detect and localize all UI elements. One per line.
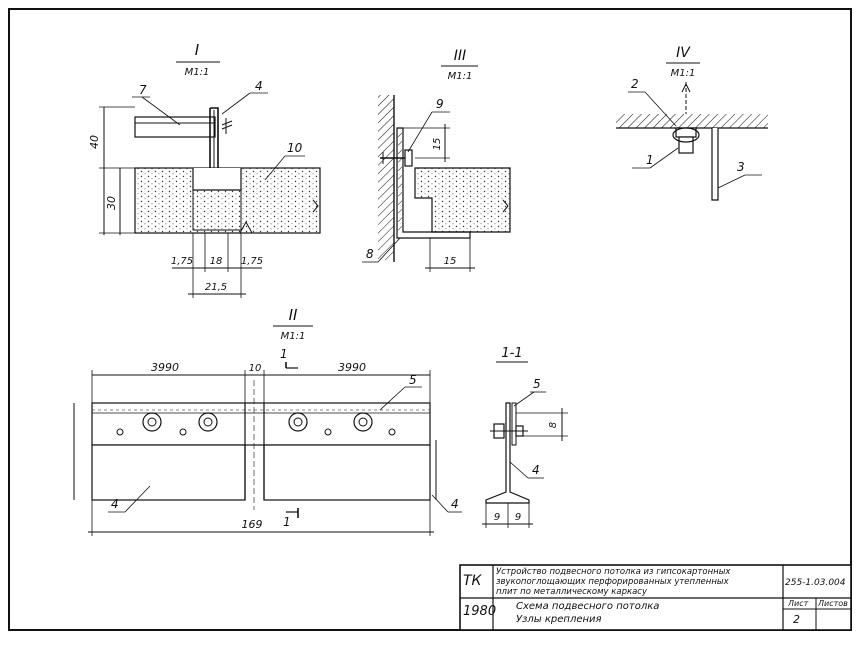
view-iv-scale: М1:1	[671, 68, 696, 79]
bolt-3	[288, 412, 308, 432]
dim-10: 10	[249, 363, 262, 374]
wall-hatch	[378, 95, 394, 260]
title-block-org: ТК	[463, 573, 482, 589]
callout-4-left: 4	[111, 497, 119, 511]
dim-9-left: 9	[494, 512, 500, 523]
dim-15-vertical: 15	[432, 138, 443, 151]
view-iv: IV М1:1 2 1 3	[616, 45, 768, 201]
view-i-title: I	[195, 41, 200, 59]
ceiling-slab	[616, 114, 768, 128]
bolt-2	[198, 412, 218, 432]
title-block-sheet-number: 2	[793, 613, 800, 626]
sheet-border	[8, 8, 852, 631]
callout-8: 8	[366, 247, 374, 261]
view-iii-scale: М1:1	[448, 71, 473, 82]
bolt-1	[142, 412, 162, 432]
callout-3: 3	[737, 160, 745, 174]
callout-9: 9	[436, 97, 444, 111]
view-ii-title: II	[289, 306, 298, 324]
view-iii-title: III	[454, 48, 466, 64]
section-mark-bottom: 1	[283, 515, 291, 529]
title-block-title-line1: Устройство подвесного потолка из гипсока…	[496, 567, 731, 577]
view-iii: III М1:1 15 15 9 8	[362, 48, 511, 272]
title-block-doc-code: 255-1.03.004	[785, 578, 846, 588]
dim-1-75-right: 1,75	[241, 256, 263, 267]
dim-3990-left: 3990	[151, 361, 179, 374]
view-iv-title: IV	[676, 45, 691, 61]
profile-7	[134, 116, 216, 138]
view-ii-scale: М1:1	[281, 331, 306, 342]
callout-5: 5	[409, 373, 417, 387]
section-callout-4: 4	[532, 463, 540, 477]
title-block-title-line3: плит по металлическому каркасу	[496, 587, 648, 597]
bolt-9	[404, 149, 413, 167]
title-block-title-line2: звукопоглощающих перфорированных утеплен…	[496, 577, 729, 587]
dim-21-5: 21,5	[205, 282, 227, 293]
callout-7: 7	[139, 83, 147, 97]
bolt-4	[353, 412, 373, 432]
title-block	[459, 564, 852, 631]
callout-2: 2	[631, 77, 639, 91]
view-i: I М1:1 40 30 1,75 18 1,75	[88, 41, 321, 298]
title-block-sheets-label: Листов	[818, 599, 848, 608]
callout-1: 1	[646, 153, 654, 167]
title-block-sheet-label: Лист	[788, 599, 809, 608]
dim-18: 18	[210, 256, 223, 267]
callout-4: 4	[255, 79, 263, 93]
view-ii: II М1:1 3990 10 3990 1	[73, 306, 462, 536]
section-1-1: 1-1 8 9 9 5 4	[482, 346, 568, 528]
dim-15-bottom: 15	[444, 256, 457, 267]
section-callout-5: 5	[533, 377, 541, 391]
title-block-subtitle-line2: Узлы крепления	[516, 614, 602, 625]
dim-1-75-left: 1,75	[171, 256, 193, 267]
dim-30: 30	[105, 196, 118, 210]
dim-40: 40	[88, 135, 101, 149]
hanger-4-right	[263, 444, 431, 501]
hanger-4-left	[91, 444, 246, 501]
dim-8: 8	[548, 422, 559, 428]
dim-total: 169	[242, 518, 263, 531]
view-i-scale: М1:1	[185, 67, 210, 78]
callout-4-right: 4	[451, 497, 459, 511]
dim-9-right: 9	[515, 512, 521, 523]
callout-10: 10	[287, 141, 303, 155]
dim-3990-right: 3990	[338, 361, 366, 374]
title-block-subtitle-line1: Схема подвесного потолка	[516, 601, 660, 612]
section-title: 1-1	[501, 346, 522, 361]
section-mark-top: 1	[280, 347, 288, 361]
section-profile	[485, 402, 530, 504]
title-block-year: 1980	[463, 604, 497, 619]
bracket-3	[711, 128, 719, 201]
